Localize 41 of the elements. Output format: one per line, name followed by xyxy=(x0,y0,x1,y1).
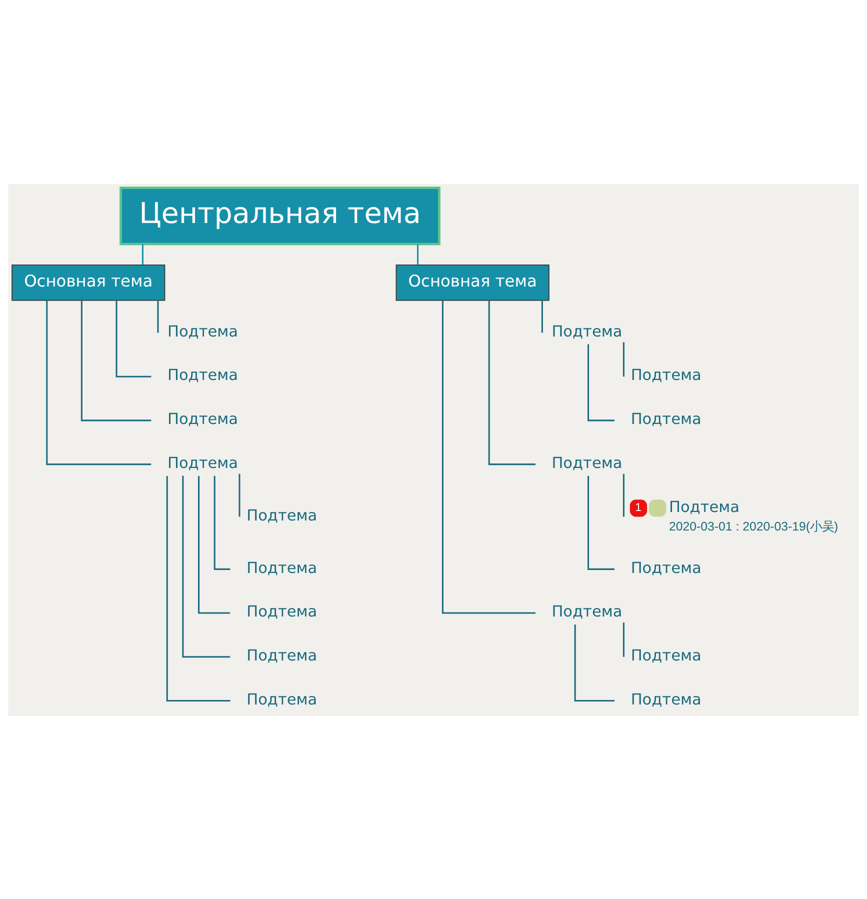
node-text: Подтема xyxy=(630,558,702,576)
node-box: Основная тема xyxy=(396,264,550,300)
connector xyxy=(541,300,543,332)
node-text: Подтема xyxy=(552,453,622,472)
connector xyxy=(622,342,624,376)
connector xyxy=(574,624,615,701)
connector xyxy=(142,244,144,264)
node-text: Подтема xyxy=(552,322,622,340)
connector xyxy=(80,300,152,421)
node-box: Центральная тема xyxy=(120,186,440,245)
node-text: Подтема xyxy=(630,410,702,428)
connector xyxy=(46,300,152,465)
connector xyxy=(622,473,624,516)
node-text: Подтема xyxy=(168,410,238,428)
node-text: Подтема xyxy=(168,322,238,340)
connector xyxy=(157,300,159,332)
node-label: Подтема xyxy=(668,497,740,516)
connector xyxy=(442,300,536,614)
node-text: Подтема xyxy=(552,602,622,620)
connector xyxy=(622,622,624,656)
node-text: Подтема xyxy=(246,690,318,708)
node-text: Подтема xyxy=(246,602,318,620)
connector xyxy=(116,300,152,377)
node-text: Подтема xyxy=(246,646,318,664)
connector xyxy=(238,473,240,516)
node-text: Подтема xyxy=(246,558,318,576)
node-text: Подтема xyxy=(630,646,702,664)
connector xyxy=(198,475,230,614)
connector xyxy=(588,344,614,421)
node-text: Подтема xyxy=(630,366,702,384)
connector xyxy=(182,475,230,658)
node-text: Подтема xyxy=(168,453,238,472)
node-text: Подтема xyxy=(168,366,238,384)
connector xyxy=(417,244,419,264)
node-text: Подтема xyxy=(630,690,702,708)
node-text: Подтема xyxy=(246,506,318,524)
connector xyxy=(166,476,230,701)
node-label: 2020-03-01 : 2020-03-19(小吴) xyxy=(668,518,838,533)
connector xyxy=(488,300,536,465)
node-box: Основная тема xyxy=(12,264,166,300)
connector xyxy=(588,475,614,570)
